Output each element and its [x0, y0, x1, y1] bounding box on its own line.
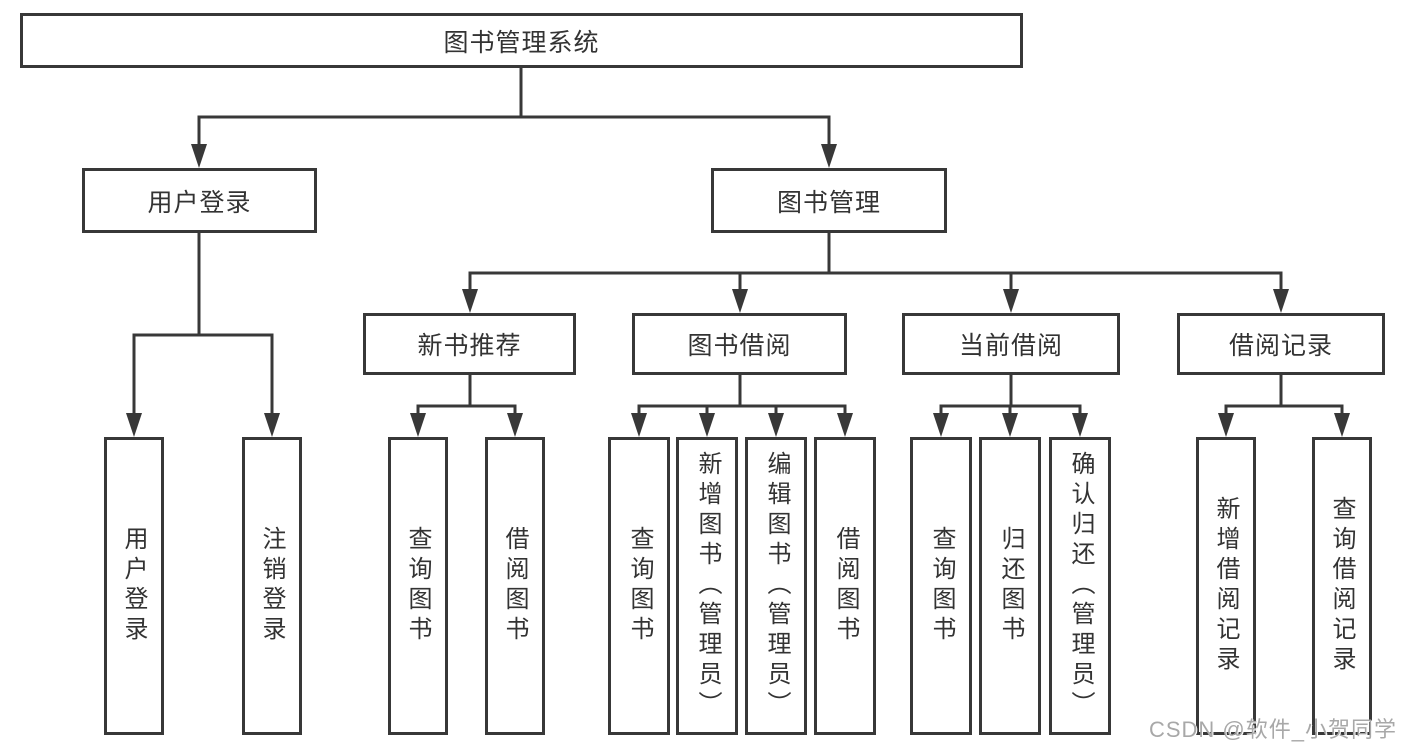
leaf-query-books-recommend: 查询图书 — [388, 437, 448, 735]
leaf-query-borrow-record: 查询借阅记录 — [1312, 437, 1372, 735]
connector-user-login-to-leaves — [126, 233, 280, 437]
leaf-query-books-borrow: 查询图书 — [608, 437, 670, 735]
leaf-query-books-current: 查询图书 — [910, 437, 972, 735]
node-root-system: 图书管理系统 — [20, 13, 1023, 68]
leaf-borrow-books-recommend: 借阅图书 — [485, 437, 545, 735]
node-book-management: 图书管理 — [711, 168, 947, 233]
node-book-borrow: 图书借阅 — [632, 313, 847, 375]
leaf-borrow-books: 借阅图书 — [814, 437, 876, 735]
connector-book-management-to-level3 — [462, 233, 1289, 313]
node-current-borrow: 当前借阅 — [902, 313, 1120, 375]
connector-root-to-level2 — [191, 68, 837, 168]
connector-book-borrow-to-leaves — [631, 375, 853, 437]
connector-current-borrow-to-leaves — [933, 375, 1088, 437]
leaf-add-borrow-record: 新增借阅记录 — [1196, 437, 1256, 735]
leaf-confirm-return-admin: 确认归还（管理员） — [1049, 437, 1111, 735]
leaf-edit-books-admin: 编辑图书（管理员） — [745, 437, 807, 735]
leaf-user-login: 用户登录 — [104, 437, 164, 735]
connector-new-book-recommend-to-leaves — [410, 375, 523, 437]
connector-borrow-record-to-leaves — [1218, 375, 1350, 437]
node-new-book-recommend: 新书推荐 — [363, 313, 576, 375]
leaf-add-books-admin: 新增图书（管理员） — [676, 437, 738, 735]
leaf-return-books: 归还图书 — [979, 437, 1041, 735]
csdn-watermark: CSDN @软件_小贺同学 — [1148, 717, 1397, 742]
node-borrow-record: 借阅记录 — [1177, 313, 1385, 375]
node-user-login: 用户登录 — [82, 168, 317, 233]
leaf-logout: 注销登录 — [242, 437, 302, 735]
